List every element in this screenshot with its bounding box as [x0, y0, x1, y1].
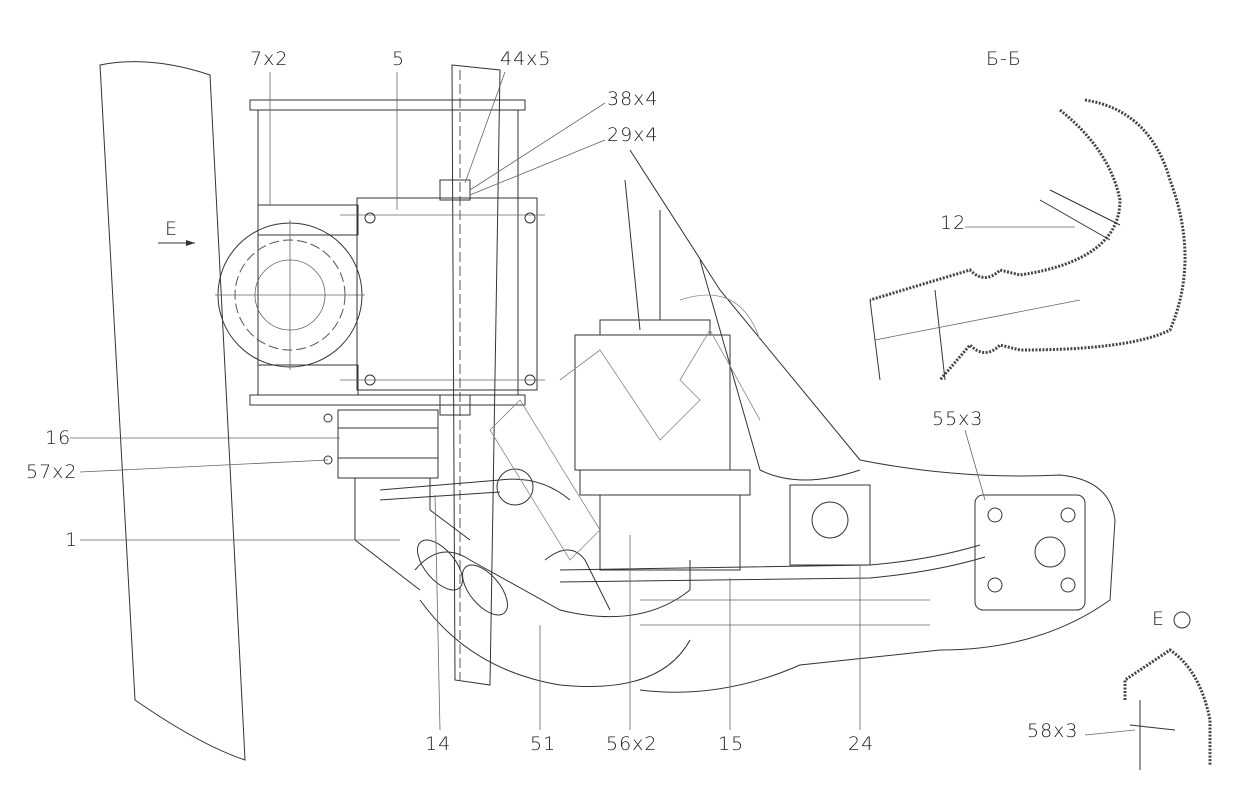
callout-15: 15: [718, 733, 745, 755]
watermark: [489, 294, 761, 561]
frame-member: [99, 61, 246, 761]
callout-29x4: 29x4: [607, 124, 659, 146]
callout-12: 12: [940, 212, 967, 234]
hose-14: [379, 478, 571, 501]
callout-38x4: 38x4: [607, 88, 659, 110]
pump: [974, 494, 1086, 611]
callout-16: 16: [45, 427, 72, 449]
callout-44x5: 44x5: [500, 48, 552, 70]
view-label-e-right: E: [1152, 608, 1166, 630]
callout-1: 1: [65, 529, 79, 551]
vertical-post: [451, 64, 501, 686]
view-label-e-left: E: [165, 218, 179, 240]
bottom-plate: [249, 394, 526, 406]
top-plate: [249, 99, 526, 111]
callout-7x2: 7x2: [250, 48, 289, 70]
callout-57x2: 57x2: [26, 461, 78, 483]
sleeve: [337, 409, 439, 479]
callout-55x3: 55x3: [932, 408, 984, 430]
detail-e: [1123, 611, 1212, 770]
callout-24: 24: [848, 733, 875, 755]
callout-51: 51: [530, 733, 557, 755]
section-label: Б-Б: [986, 48, 1022, 70]
hose-51: [414, 551, 691, 688]
callout-5: 5: [392, 48, 406, 70]
leader-lines: [70, 71, 1136, 736]
casing: [629, 149, 1116, 693]
heater-block: [574, 334, 731, 471]
module-24: [789, 484, 871, 566]
callout-56x2: 56x2: [606, 733, 658, 755]
section-b-b: [869, 98, 1187, 381]
callout-14: 14: [425, 733, 452, 755]
callout-58x3: 58x3: [1027, 720, 1079, 742]
tube-15: [559, 544, 986, 583]
clamp-body: [356, 197, 538, 391]
